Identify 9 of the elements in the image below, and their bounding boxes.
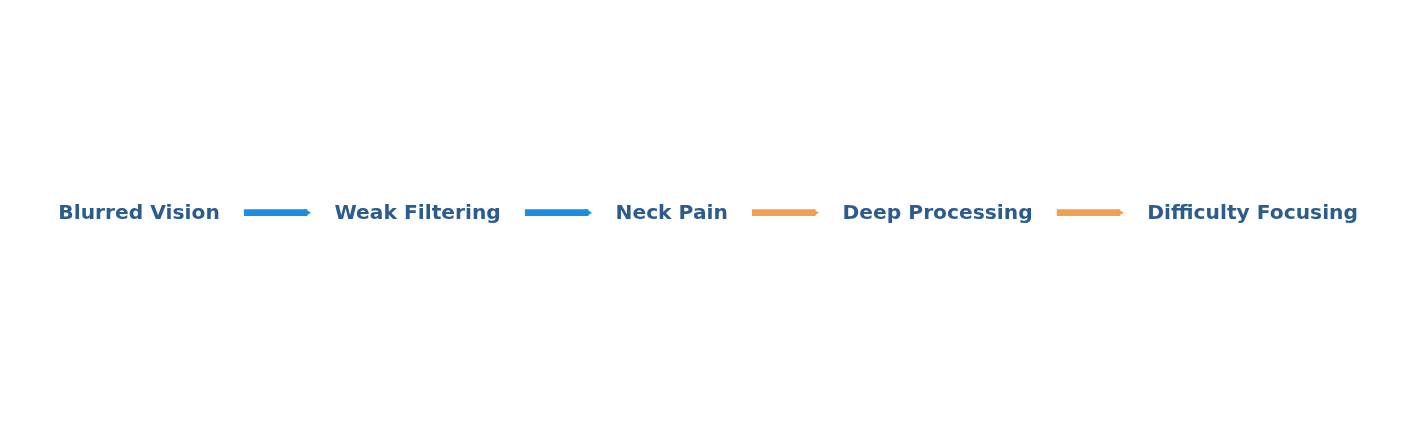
node-text: Weak Filtering <box>334 200 502 225</box>
arrow <box>243 208 312 217</box>
arrow <box>1056 208 1125 217</box>
node-text: Neck Pain <box>615 200 729 225</box>
arrow <box>524 208 593 217</box>
node-text: Blurred Vision <box>58 200 221 225</box>
arrow <box>751 208 820 217</box>
node-text: Deep Processing <box>842 200 1033 225</box>
node-text: Difficulty Focusing <box>1147 200 1359 225</box>
